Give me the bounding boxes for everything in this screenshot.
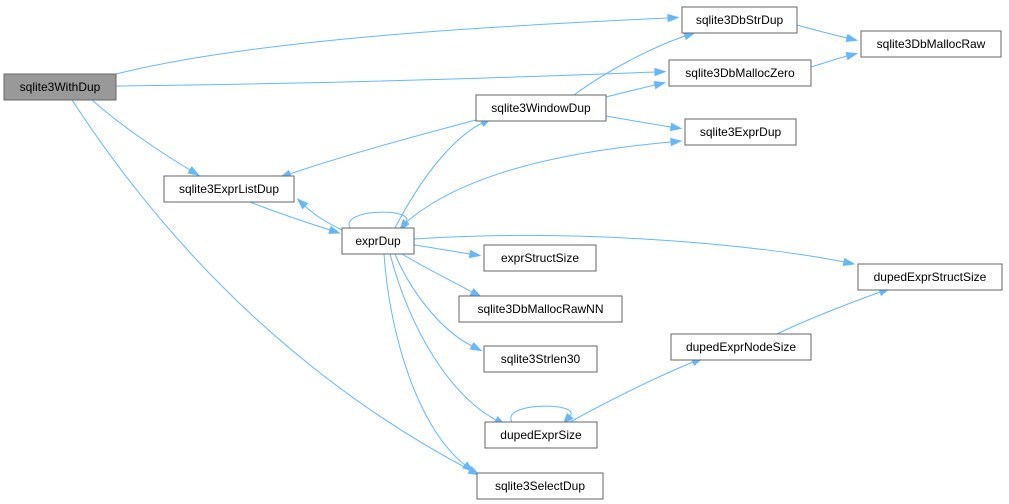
- edge-arrowhead: [683, 32, 696, 41]
- node-layer: sqlite3WithDup sqlite3DbStrDup sqlite3Db…: [3, 6, 1003, 500]
- edge-arrowhead: [842, 257, 856, 266]
- node-label: sqlite3ExprListDup: [179, 182, 279, 196]
- edge-arrowhead: [187, 166, 200, 176]
- node-label: exprStructSize: [501, 251, 579, 265]
- node-label: sqlite3WindowDup: [491, 101, 591, 115]
- edge-line: [401, 253, 473, 293]
- edge-sqlite3WithDup-to-sqlite3DbMallocZero: [115, 67, 667, 87]
- node-label: sqlite3SelectDup: [495, 479, 585, 493]
- edge-line: [413, 235, 845, 263]
- edge-arrowhead: [562, 412, 574, 425]
- edge-arrowhead: [469, 342, 483, 352]
- edge-arrowhead: [669, 122, 683, 132]
- edge-dupedExprNodeSize-to-dupedExprStructSize: [776, 288, 891, 335]
- edge-line: [413, 244, 471, 255]
- edge-line: [71, 99, 471, 471]
- edge-line: [115, 71, 656, 87]
- edge-sqlite3WindowDup-to-sqlite3DbMallocZero: [605, 81, 667, 98]
- edge-exprDup-to-sqlite3ExprDup: [399, 137, 683, 229]
- node-sqlite3-expr-dup[interactable]: sqlite3ExprDup: [684, 118, 797, 146]
- edge-exprDup-to-dupedExprStructSize: [413, 235, 856, 266]
- edge-line: [569, 361, 694, 423]
- edge-exprDup-to-sqlite3ExprListDup: [296, 198, 343, 231]
- edge-arrowhead: [670, 137, 683, 147]
- edge-line: [91, 99, 191, 171]
- node-sqlite3-db-malloc-raw-nn[interactable]: sqlite3DbMallocRawNN: [458, 295, 623, 323]
- node-label: sqlite3ExprDup: [700, 125, 782, 139]
- edge-exprDup-to-sqlite3Strlen30: [394, 253, 483, 352]
- node-label: dupedExprSize: [500, 428, 582, 442]
- node-label: sqlite3WithDup: [20, 80, 101, 94]
- edge-arrowhead: [462, 461, 475, 473]
- edge-line: [304, 205, 343, 231]
- node-sqlite3-db-malloc-raw[interactable]: sqlite3DbMallocRaw: [860, 30, 1002, 58]
- node-sqlite3-select-dup[interactable]: sqlite3SelectDup: [476, 472, 604, 500]
- edge-sqlite3WithDup-to-sqlite3DbStrDup: [115, 13, 680, 75]
- node-label: sqlite3DbMallocRaw: [877, 37, 986, 51]
- edge-exprDup-to-sqlite3SelectDup: [383, 253, 475, 473]
- node-sqlite3-strlen30[interactable]: sqlite3Strlen30: [483, 345, 598, 373]
- edge-line: [289, 119, 477, 175]
- edge-sqlite3DbStrDup-to-sqlite3DbMallocRaw: [796, 24, 859, 42]
- edge-sqlite3ExprListDup-to-exprDup: [249, 201, 341, 234]
- node-label: sqlite3DbMallocRawNN: [477, 302, 603, 316]
- edge-arrowhead: [653, 81, 667, 90]
- edge-line: [573, 35, 686, 96]
- node-duped-expr-struct-size[interactable]: dupedExprStructSize: [857, 263, 1003, 291]
- edge-line: [115, 17, 669, 75]
- node-sqlite3-with-dup[interactable]: sqlite3WithDup: [3, 73, 117, 101]
- edge-line: [249, 201, 331, 231]
- edge-exprDup-to-sqlite3WindowDup: [394, 117, 493, 229]
- node-label: exprDup: [355, 234, 401, 248]
- node-sqlite3-db-str-dup[interactable]: sqlite3DbStrDup: [681, 6, 798, 34]
- edge-sqlite3WithDup-to-sqlite3SelectDup: [71, 99, 481, 476]
- node-label: sqlite3DbStrDup: [696, 13, 784, 27]
- edge-line: [348, 211, 408, 229]
- node-duped-expr-size[interactable]: dupedExprSize: [484, 421, 598, 449]
- edge-line: [383, 253, 466, 466]
- edge-exprDup-to-exprDup: [348, 211, 410, 232]
- edge-arrowhead: [845, 33, 859, 42]
- edge-line: [510, 405, 572, 423]
- edge-line: [605, 84, 656, 98]
- edge-line: [389, 253, 497, 421]
- edge-line: [796, 24, 848, 39]
- edge-layer: [71, 13, 891, 476]
- edge-arrowhead: [667, 13, 680, 23]
- edge-exprDup-to-exprStructSize: [413, 244, 482, 259]
- edge-line: [399, 141, 672, 229]
- edge-line: [810, 55, 848, 68]
- node-expr-dup[interactable]: exprDup: [341, 227, 415, 255]
- node-label: sqlite3Strlen30: [501, 352, 581, 366]
- edge-line: [394, 122, 483, 229]
- edge-sqlite3WindowDup-to-sqlite3ExprDup: [605, 115, 683, 132]
- node-duped-expr-node-size[interactable]: dupedExprNodeSize: [670, 333, 812, 361]
- edge-arrowhead: [468, 249, 482, 259]
- edge-line: [605, 115, 672, 128]
- node-label: dupedExprNodeSize: [686, 340, 796, 354]
- edge-arrowhead: [296, 198, 309, 210]
- edge-arrowhead: [328, 225, 341, 234]
- node-sqlite3-window-dup[interactable]: sqlite3WindowDup: [475, 94, 607, 122]
- node-expr-struct-size[interactable]: exprStructSize: [483, 244, 597, 272]
- edge-arrowhead: [845, 52, 859, 61]
- edge-dupedExprSize-to-dupedExprSize: [510, 405, 574, 425]
- node-label: dupedExprStructSize: [874, 270, 987, 284]
- edge-sqlite3DbMallocZero-to-sqlite3DbMallocRaw: [810, 52, 859, 68]
- node-label: sqlite3DbMallocZero: [685, 66, 795, 80]
- edge-arrowhead: [654, 67, 667, 77]
- node-sqlite3-db-malloc-zero[interactable]: sqlite3DbMallocZero: [668, 59, 812, 87]
- edge-sqlite3WindowDup-to-sqlite3ExprListDup: [279, 119, 477, 178]
- edge-exprDup-to-sqlite3DbMallocRawNN: [401, 253, 483, 298]
- edge-sqlite3WithDup-to-sqlite3ExprListDup: [91, 99, 200, 176]
- node-sqlite3-expr-list-dup[interactable]: sqlite3ExprListDup: [163, 175, 295, 203]
- edge-line: [394, 253, 473, 347]
- edge-line: [776, 291, 881, 335]
